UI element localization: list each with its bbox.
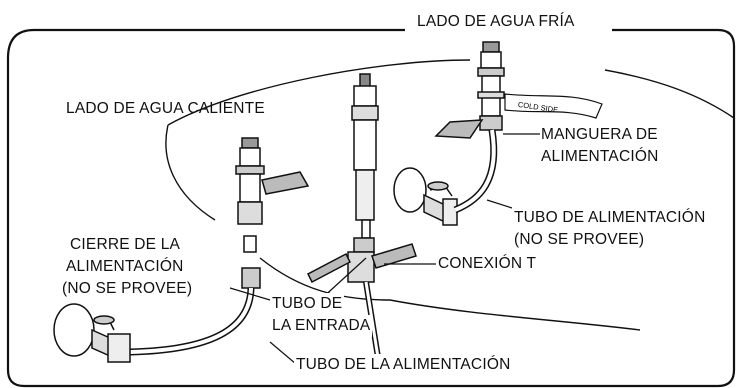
label-supply-hose-line1: MANGUERA DE xyxy=(541,126,658,143)
label-shutoff-line3: (NO SE PROVEE) xyxy=(62,280,193,297)
label-shutoff-line2: ALIMENTACIÓN xyxy=(66,258,184,275)
sink-basin xyxy=(165,59,735,331)
label-bottom-supply: TUBO DE LA ALIMENTACIÓN xyxy=(294,354,513,376)
label-shutoff-line1: CIERRE DE LA xyxy=(70,236,181,253)
label-supply-hose-line2: ALIMENTACIÓN xyxy=(541,148,659,165)
label-supply-tube-line1: TUBO DE ALIMENTACIÓN xyxy=(512,207,708,229)
label-cold-side: LADO DE AGUA FRÍA xyxy=(417,13,575,30)
label-inlet-line2: LA ENTRADA xyxy=(270,315,373,337)
cold-tailpiece xyxy=(434,41,505,139)
faucet-center-body xyxy=(351,73,379,253)
tee-fitting xyxy=(307,243,417,284)
cold-shutoff-valve xyxy=(393,167,458,226)
diagram-frame xyxy=(6,28,736,388)
label-hot-side: LADO DE AGUA CALIENTE xyxy=(66,100,265,117)
label-supply-tube-line2: (NO SE PROVEE) xyxy=(514,231,645,248)
hot-tailpiece xyxy=(235,137,310,289)
cold-side-tag xyxy=(504,93,603,119)
hot-shutoff-valve xyxy=(53,303,131,363)
label-tee: CONEXIÓN T xyxy=(436,253,539,275)
label-inlet-line1: TUBO DE xyxy=(270,293,345,315)
